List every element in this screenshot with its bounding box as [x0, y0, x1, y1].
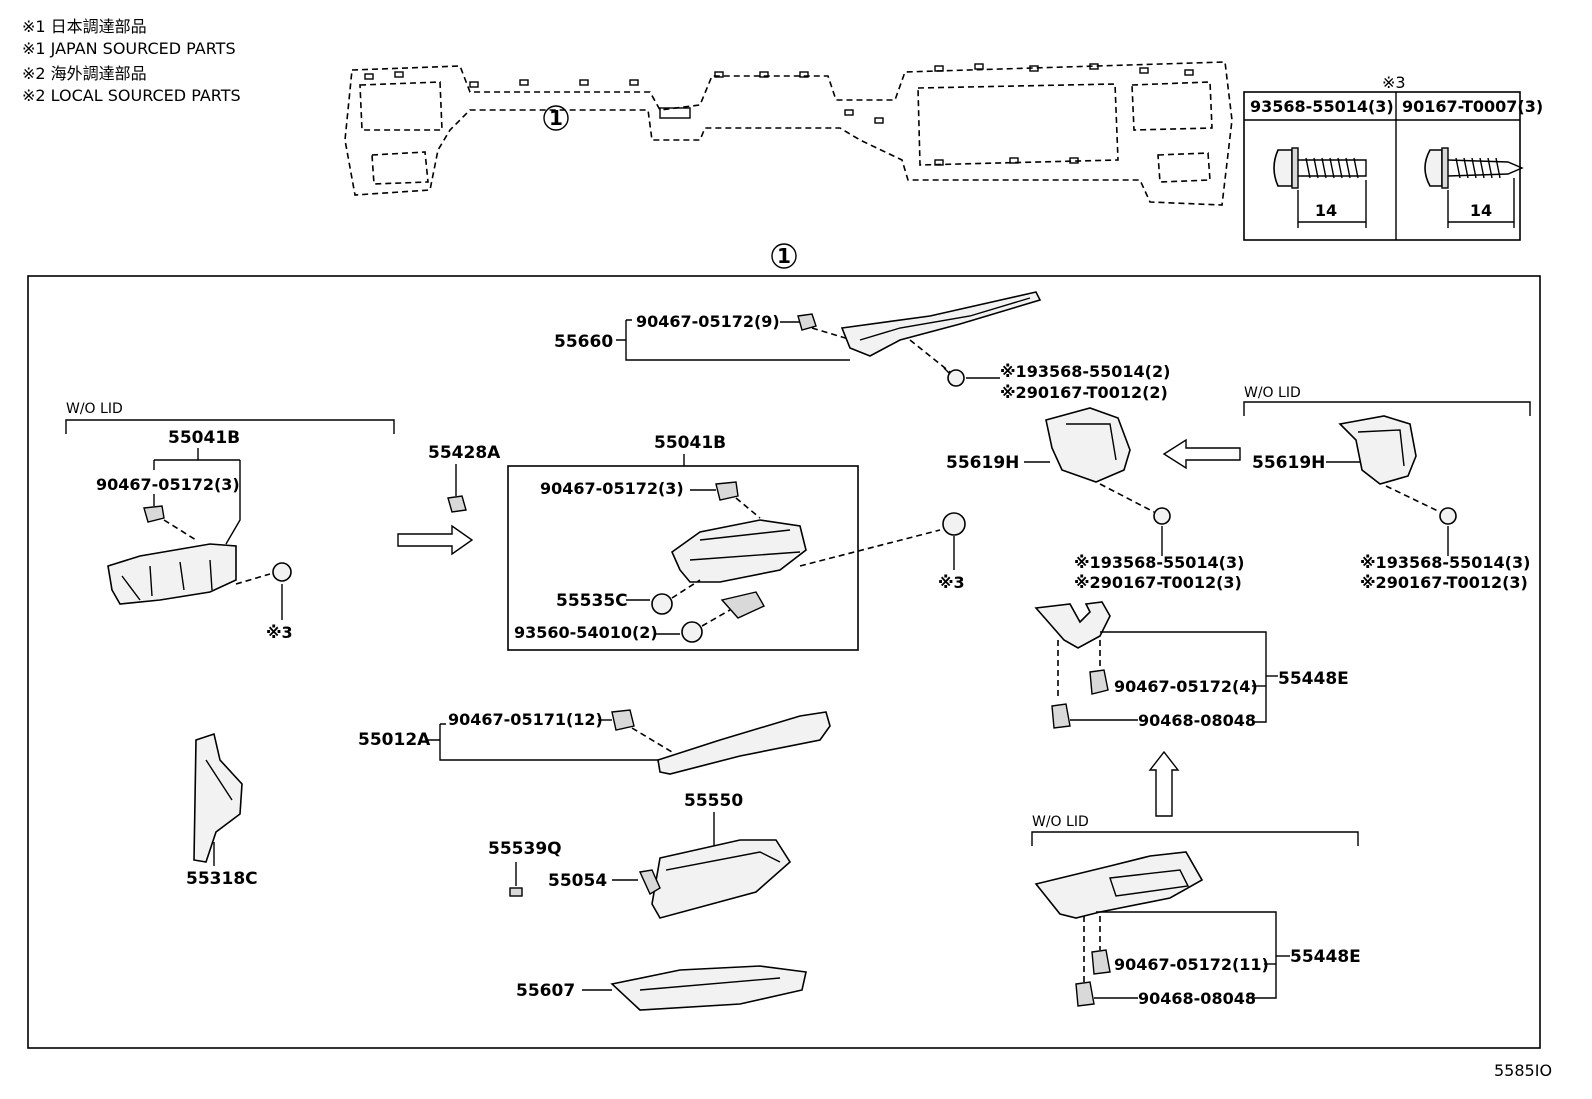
label-55660: 55660: [554, 332, 613, 352]
wol-right-label: W/O LID: [1244, 385, 1301, 401]
wol-left-bracket: [65, 419, 395, 434]
part-55041B-mid: [671, 519, 807, 583]
label-55539Q: 55539Q: [488, 839, 562, 859]
note-local-en: ※2 LOCAL SOURCED PARTS: [22, 86, 241, 105]
label-55619H-mid: 55619H: [946, 453, 1019, 473]
part-55041B-left: [107, 543, 237, 605]
screw-55660: [943, 367, 965, 387]
label-55448E-top-clip: 90467-05172(4): [1114, 677, 1258, 696]
part-55448E-bottom: [1034, 851, 1204, 919]
nut-55448E-top: [1051, 703, 1071, 729]
clip-55041B-left: [143, 505, 165, 523]
label-55660-screw1: ※193568-55014(2): [1000, 362, 1170, 381]
label-55318C: 55318C: [186, 869, 258, 889]
label-55607: 55607: [516, 981, 575, 1001]
part-55318C: [193, 732, 243, 863]
screw-box-header: ※3: [1382, 73, 1406, 92]
part-55054: [638, 869, 661, 896]
label-93560: 93560-54010(2): [514, 623, 658, 642]
main-frame: [27, 275, 1541, 1049]
label-55448E-top-nut: 90468-08048: [1138, 711, 1256, 730]
part-55619H-mid: [1045, 407, 1131, 483]
label-55041B-mid-clip: 90467-05172(3): [540, 479, 684, 498]
clip-55041B-mid: [715, 481, 739, 501]
label-55041B-mid: 55041B: [654, 433, 726, 453]
screw-box: [1243, 91, 1521, 241]
arrow-up-icon: [1148, 750, 1180, 817]
clip-55428A: [447, 495, 467, 513]
screw-icon-right: [1424, 147, 1524, 228]
label-55448E-top: 55448E: [1278, 669, 1349, 689]
part-55550-glovebox: [651, 839, 792, 919]
label-55448E-bottom-nut: 90468-08048: [1138, 989, 1256, 1008]
clip-55012A: [611, 709, 635, 731]
screw-93560: [681, 621, 703, 643]
instrument-panel-outline: [344, 61, 1233, 206]
label-55619H-mid-screw2: ※290167-T0012(3): [1074, 573, 1242, 592]
label-55535C: 55535C: [556, 591, 628, 611]
screw-dim-left: 14: [1315, 201, 1337, 220]
callout-number-top: 1: [549, 106, 563, 130]
label-55012A: 55012A: [358, 730, 431, 750]
label-55550: 55550: [684, 791, 743, 811]
screw-55619H-right: [1439, 507, 1457, 525]
label-55448E-bottom: 55448E: [1290, 947, 1361, 967]
figure-code: 5585IO: [1494, 1061, 1552, 1080]
clip-55448E-top: [1089, 669, 1109, 695]
wol-bottom-bracket: [1031, 831, 1359, 846]
star3-mid: ※3: [938, 573, 965, 592]
part-55012A: [657, 711, 831, 775]
arrow-right-icon: [397, 524, 474, 556]
screw-55041B-left: [272, 562, 292, 582]
label-55619H-right-screw2: ※290167-T0012(3): [1360, 573, 1528, 592]
wol-left-label: W/O LID: [66, 401, 123, 417]
part-55539Q: [509, 887, 523, 897]
label-55619H-right: 55619H: [1252, 453, 1325, 473]
callout-number-main: 1: [777, 244, 791, 268]
label-55041B-left: 55041B: [168, 428, 240, 448]
note-local-jp: ※2 海外調達部品: [22, 64, 147, 83]
label-55428A: 55428A: [428, 443, 501, 463]
label-55012A-clip: 90467-05171(12): [448, 710, 603, 729]
screw-icon-left: [1273, 147, 1367, 228]
screw-55619H-mid: [1153, 507, 1171, 525]
part-55619H-right: [1338, 415, 1417, 485]
label-55054: 55054: [548, 871, 607, 891]
callout-circle-main: [771, 243, 797, 269]
label-55619H-mid-screw1: ※193568-55014(3): [1074, 553, 1244, 572]
box-55041B-mid: [507, 465, 859, 651]
nut-55448E-bottom: [1075, 981, 1095, 1007]
callout-circle-top: [543, 105, 569, 131]
label-55041B-left-clip: 90467-05172(3): [96, 475, 240, 494]
star3-left: ※3: [266, 623, 293, 642]
note-japan-en: ※1 JAPAN SOURCED PARTS: [22, 39, 236, 58]
part-55660-duct: [840, 291, 1042, 357]
label-55660-clip: 90467-05172(9): [636, 312, 780, 331]
clip-55448E-bottom: [1091, 949, 1111, 975]
label-55619H-right-screw1: ※193568-55014(3): [1360, 553, 1530, 572]
arrow-left-icon: [1162, 438, 1241, 470]
screw-55041B-mid: [942, 512, 966, 536]
part-55448E-top: [1034, 601, 1111, 649]
wol-bottom-label: W/O LID: [1032, 814, 1089, 830]
part-55535C: [651, 593, 673, 615]
screw-dim-right: 14: [1470, 201, 1492, 220]
note-japan-jp: ※1 日本調達部品: [22, 17, 147, 36]
clip-55660: [797, 313, 817, 331]
screw-box-col1: 93568-55014(3): [1250, 97, 1394, 116]
part-55041B-mid-bracket: [720, 591, 765, 619]
part-55607: [610, 965, 807, 1011]
label-55660-screw2: ※290167-T0012(2): [1000, 383, 1168, 402]
screw-box-col2: 90167-T0007(3): [1402, 97, 1543, 116]
wol-right-bracket: [1243, 401, 1531, 416]
label-55448E-bottom-clip: 90467-05172(11): [1114, 955, 1269, 974]
